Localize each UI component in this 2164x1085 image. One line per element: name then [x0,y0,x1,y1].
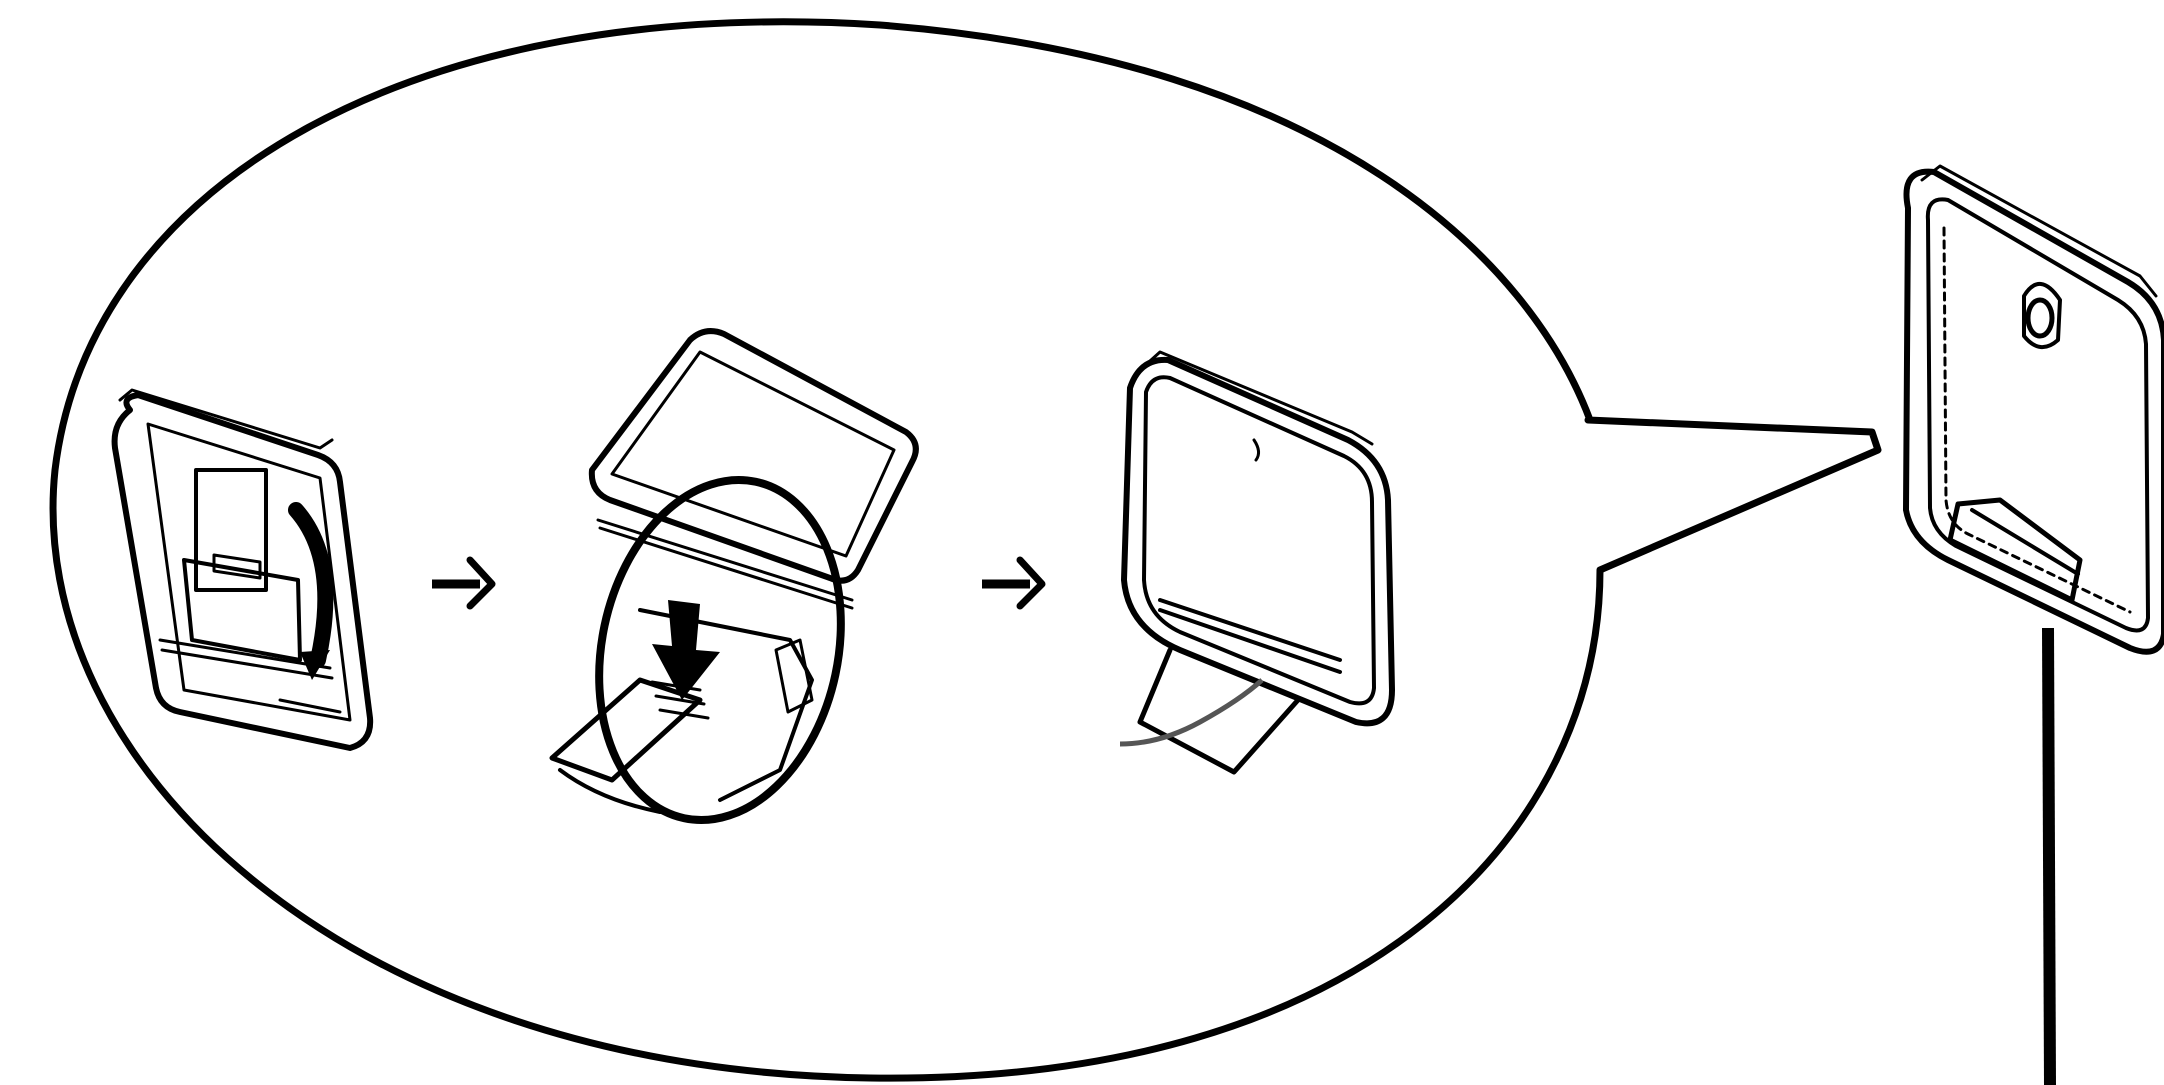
step-1-folded-antenna [111,388,374,751]
antenna-cable [2042,627,2056,1085]
push-down-arrow-icon [652,600,720,700]
am-loop-antenna-assembled-icon [1121,350,1395,775]
step-2-stand-insertion [549,328,919,825]
am-loop-antenna-wall-mounted-icon [1903,164,2164,655]
arrow-right-icon [982,556,1046,610]
am-loop-antenna-folded-icon [111,388,374,751]
installed-antenna [1903,164,2164,1085]
arrow-right-icon [432,556,496,610]
speech-bubble-callout [49,18,1882,1082]
step-3-assembled-antenna [1119,350,1395,775]
am-loop-antenna-stand-insert-icon [549,328,919,825]
antenna-cable [1119,678,1264,747]
rotate-arrow-icon [288,502,334,680]
